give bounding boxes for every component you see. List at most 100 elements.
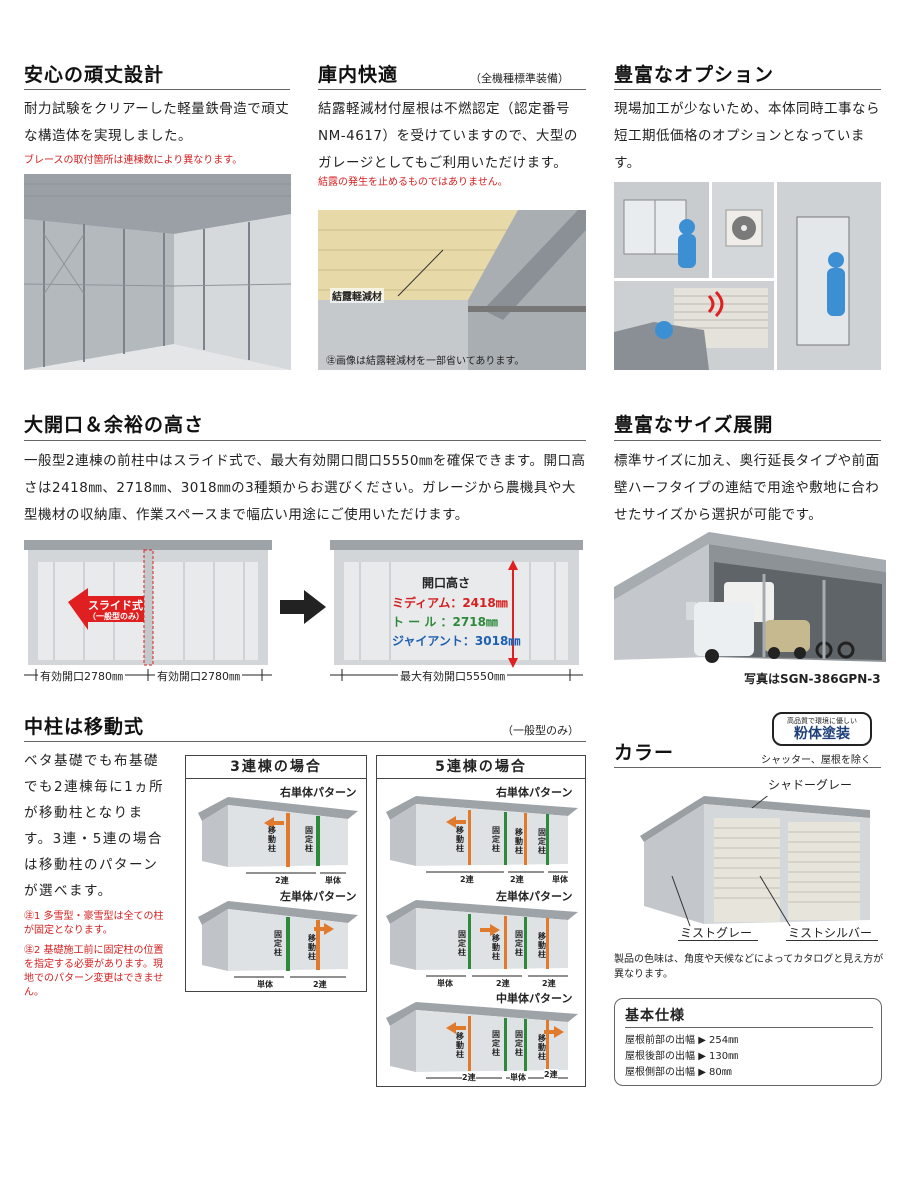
basic-spec-box: 基本仕様 屋根前部の出幅 ▶ 254㎜ 屋根後部の出幅 ▶ 130㎜ 屋根側部の… bbox=[614, 998, 882, 1086]
spec-row-label: 屋根側部の出幅 bbox=[625, 1067, 695, 1078]
sec3-text: 現場加工が少ないため、本体同時工事なら短工期低価格のオプションとなっています。 bbox=[614, 101, 880, 171]
max-opening-width: 最大有効開口5550㎜ bbox=[398, 668, 507, 684]
sec2-caption: ㊟画像は結露軽減材を一部省いてあります。 bbox=[326, 356, 525, 367]
garage-size-photo bbox=[614, 532, 886, 667]
five-left-double: 2連 bbox=[496, 978, 510, 989]
sec6-sub: （一般型のみ） bbox=[502, 724, 579, 737]
five-center-double: 2連 bbox=[462, 1072, 476, 1083]
opening-width-2: 有効開口2780㎜ bbox=[155, 668, 242, 684]
height-giant: ジャイアント：3018㎜ bbox=[392, 634, 521, 648]
five-center-single: 単体 bbox=[510, 1072, 526, 1083]
spec-rule bbox=[625, 1027, 873, 1028]
five-left-fixed-2: 固定柱 bbox=[515, 930, 523, 957]
sec7-title: カラー bbox=[614, 742, 675, 764]
sec5-caption: 写真はSGN-386GPN-3 bbox=[744, 672, 881, 686]
spec-row-label: 屋根前部の出幅 bbox=[625, 1035, 695, 1046]
five-right-pattern-diagram bbox=[386, 796, 578, 884]
sec2-rule bbox=[318, 89, 586, 90]
badge-sub-text: シャッター、屋根を除く bbox=[761, 755, 871, 766]
color-garage-diagram bbox=[640, 785, 880, 940]
three-right-fixed: 固定柱 bbox=[305, 826, 313, 853]
spec-title: 基本仕様 bbox=[625, 1008, 685, 1024]
mist-silver-underline bbox=[786, 940, 878, 941]
badge-top-text: 高品質で環境に優しい bbox=[787, 717, 857, 725]
five-center-double-2: 2連 bbox=[544, 1069, 558, 1080]
three-left-fixed: 固定柱 bbox=[274, 930, 282, 957]
five-center-fixed: 固定柱 bbox=[492, 1030, 500, 1057]
opening-width-1: 有効開口2780㎜ bbox=[38, 668, 125, 684]
sec5-title: 豊富なサイズ展開 bbox=[614, 414, 774, 436]
height-medium: ミディアム：2418㎜ bbox=[392, 596, 508, 610]
sec3-rule bbox=[614, 89, 881, 90]
condensation-label: 結露軽減材 bbox=[330, 288, 384, 303]
mist-grey-underline bbox=[678, 940, 758, 941]
sec6-note1: ㊟1 多雪型・豪雪型は全ての柱が固定となります。 bbox=[24, 911, 164, 936]
five-center-pattern-label: 中単体パターン bbox=[496, 992, 573, 1005]
five-right-pattern-label: 右単体パターン bbox=[496, 786, 573, 799]
five-right-fixed-2: 固定柱 bbox=[538, 828, 546, 855]
sec2-title: 庫内快適 bbox=[318, 64, 399, 86]
five-center-moving: 移動柱 bbox=[456, 1032, 464, 1059]
sec6-rule bbox=[24, 741, 586, 742]
five-bay-title: 5連棟の場合 bbox=[377, 756, 585, 779]
three-left-single: 単体 bbox=[257, 979, 273, 990]
sec6-title: 中柱は移動式 bbox=[24, 716, 145, 738]
spec-row-label: 屋根後部の出幅 bbox=[625, 1051, 695, 1062]
sec1-rule bbox=[24, 89, 290, 90]
spec-row: 屋根側部の出幅 ▶ 80㎜ bbox=[625, 1065, 738, 1081]
sec5-text: 標準サイズに加え、奥行延長タイプや前面壁ハーフタイプの連結で用途や敷地に合わせた… bbox=[614, 453, 880, 523]
color-mist-grey: ミストグレー bbox=[680, 926, 753, 940]
three-right-moving: 移動柱 bbox=[268, 826, 276, 853]
badge-main-text: 粉体塗装 bbox=[794, 726, 850, 742]
sec4-rule bbox=[24, 440, 586, 441]
sec2-sub: （全機種標準装備） bbox=[470, 72, 569, 85]
slide-label-sub: （一般型のみ） bbox=[88, 612, 144, 621]
five-left-moving: 移動柱 bbox=[492, 934, 500, 961]
spec-row-value: ▶ 80㎜ bbox=[698, 1067, 732, 1078]
spec-row: 屋根後部の出幅 ▶ 130㎜ bbox=[625, 1049, 738, 1065]
sec1-text: 耐力試験をクリアーした軽量鉄骨造で頑丈な構造体を実現しました。 bbox=[24, 101, 290, 144]
five-right-double-2: 2連 bbox=[510, 874, 524, 885]
three-right-pattern-diagram bbox=[198, 797, 358, 885]
five-left-pattern-label: 左単体パターン bbox=[496, 890, 573, 903]
sec3-title: 豊富なオプション bbox=[614, 64, 775, 86]
spec-rows: 屋根前部の出幅 ▶ 254㎜ 屋根後部の出幅 ▶ 130㎜ 屋根側部の出幅 ▶ … bbox=[625, 1033, 738, 1081]
sec4-title: 大開口＆余裕の高さ bbox=[24, 414, 205, 436]
sec1-note: ブレースの取付箇所は連棟数により異なります。 bbox=[24, 155, 243, 166]
slide-label: スライド式 bbox=[88, 599, 143, 612]
three-left-moving: 移動柱 bbox=[308, 934, 316, 961]
five-left-fixed: 固定柱 bbox=[458, 930, 466, 957]
height-tall: ト ー ル ：2718㎜ bbox=[392, 615, 498, 629]
sec6-text: ベタ基礎でも布基礎でも2連棟毎に1ヵ所が移動柱となります。3連・5連の場合は移動… bbox=[24, 753, 165, 899]
five-right-moving-2: 移動柱 bbox=[515, 828, 523, 855]
five-right-single: 単体 bbox=[552, 874, 568, 885]
sec7-note: 製品の色味は、角度や天候などによってカタログと見え方が異なります。 bbox=[614, 954, 884, 980]
three-left-pattern-diagram bbox=[198, 901, 358, 989]
spec-row: 屋根前部の出幅 ▶ 254㎜ bbox=[625, 1033, 738, 1049]
three-left-double: 2連 bbox=[313, 979, 327, 990]
three-left-pattern-label: 左単体パターン bbox=[280, 890, 357, 903]
color-mist-silver: ミストシルバー bbox=[788, 926, 873, 940]
sec2-note: 結露の発生を止めるものではありません。 bbox=[318, 177, 508, 188]
five-left-single: 単体 bbox=[437, 978, 453, 989]
five-left-double-2: 2連 bbox=[542, 978, 556, 989]
five-center-fixed-2: 固定柱 bbox=[515, 1030, 523, 1057]
powder-coating-badge: 高品質で環境に優しい 粉体塗装 bbox=[772, 712, 872, 746]
sec5-rule bbox=[614, 440, 881, 441]
opening-height-diagram bbox=[330, 540, 585, 690]
steel-frame-interior-photo bbox=[24, 174, 291, 370]
spec-row-value: ▶ 130㎜ bbox=[698, 1051, 739, 1062]
sec6-note2: ㊟2 基礎施工前に固定柱の位置を指定する必要があります。現地でのパターン変更はで… bbox=[24, 945, 164, 998]
five-right-fixed: 固定柱 bbox=[492, 826, 500, 853]
color-shadow-grey: シャドーグレー bbox=[768, 778, 853, 792]
three-right-double: 2連 bbox=[275, 875, 289, 886]
three-right-single: 単体 bbox=[325, 875, 341, 886]
sec1-title: 安心の頑丈設計 bbox=[24, 64, 165, 86]
options-photo-collage bbox=[614, 182, 881, 370]
five-center-moving-2: 移動柱 bbox=[538, 1034, 546, 1061]
height-title: 開口高さ bbox=[422, 576, 471, 590]
five-left-pattern-diagram bbox=[386, 900, 578, 988]
three-right-pattern-label: 右単体パターン bbox=[280, 786, 357, 799]
sec7-rule bbox=[614, 767, 881, 768]
arrow-right-icon bbox=[280, 590, 326, 628]
